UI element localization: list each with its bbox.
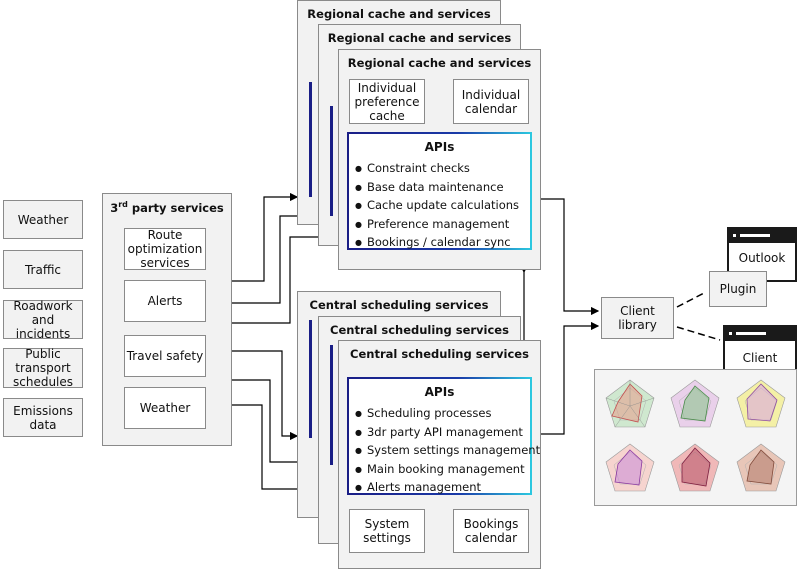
client-dashboard-thumbnail: [594, 369, 797, 506]
api-main-booking-management: Main booking management: [355, 461, 530, 480]
travel-safety-service: Travel safety: [124, 335, 206, 377]
regional-apis: APIs Constraint checks Base data mainten…: [347, 132, 532, 250]
outlook-label: Outlook: [738, 251, 786, 265]
source-public-transport: Public transport schedules: [3, 347, 83, 389]
api-preference-management: Preference management: [355, 216, 530, 235]
api-base-data-maintenance: Base data maintenance: [355, 179, 530, 198]
api-3dr-party-api-management: 3dr party API management: [355, 424, 530, 443]
api-scheduling-processes: Scheduling processes: [355, 405, 530, 424]
client-library: Client library: [601, 297, 674, 339]
source-roadwork: Roadwork and incidents: [3, 299, 83, 341]
individual-calendar: Individual calendar: [453, 79, 529, 124]
regional-title-back: Regional cache and services: [307, 7, 491, 21]
source-weather: Weather: [3, 200, 83, 239]
api-cache-update-calculations: Cache update calculations: [355, 197, 530, 216]
source-emissions: Emissions data: [3, 398, 83, 437]
route-optimization-services: Route optimization services: [124, 228, 206, 270]
central-middle-api-edge: [330, 345, 333, 465]
regional-title-front: Regional cache and services: [347, 56, 532, 70]
central-apis: APIs Scheduling processes 3dr party API …: [347, 377, 540, 498]
central-title-middle: Central scheduling services: [330, 323, 509, 337]
regional-apis-title: APIs: [424, 140, 455, 154]
api-alerts-management: Alerts management: [355, 479, 530, 498]
alerts-service: Alerts: [124, 280, 206, 322]
api-bookings-calendar-sync: Bookings / calendar sync: [355, 234, 530, 253]
api-system-settings-management: System settings management: [355, 442, 540, 461]
system-settings: System settings: [349, 509, 425, 553]
third-party-title: 3rd party services: [110, 200, 224, 215]
central-back-api-edge: [309, 320, 312, 438]
radar-chart-grid: [605, 379, 786, 492]
client-label: Client: [742, 351, 778, 365]
weather-service: Weather: [124, 387, 206, 429]
regional-middle-api-edge: [330, 106, 333, 216]
api-constraint-checks: Constraint checks: [355, 160, 530, 179]
client-title-bar: [725, 327, 795, 341]
individual-preference-cache: Individual preference cache: [349, 79, 425, 124]
regional-title-middle: Regional cache and services: [327, 31, 512, 45]
central-apis-title: APIs: [424, 385, 455, 399]
source-traffic: Traffic: [3, 250, 83, 289]
central-title-front: Central scheduling services: [350, 347, 529, 361]
regional-back-api-edge: [309, 82, 312, 197]
outlook-title-bar: [729, 229, 795, 243]
bookings-calendar: Bookings calendar: [453, 509, 529, 553]
central-title-back: Central scheduling services: [309, 298, 489, 312]
plugin: Plugin: [709, 271, 767, 307]
